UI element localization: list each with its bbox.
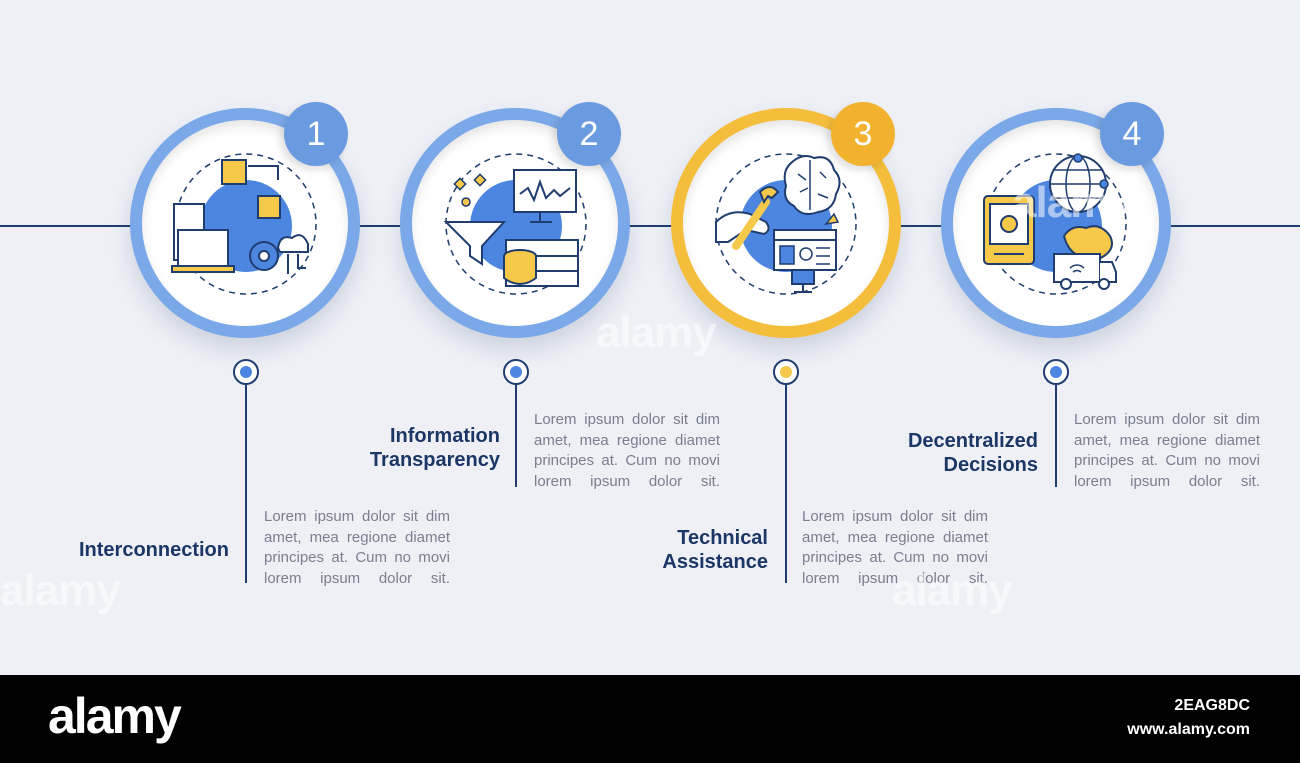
step-1-connector-dot [233,359,259,385]
step-4-description: Lorem ipsum dolor sit dim amet, mea regi… [1074,411,1260,490]
step-4-title: Decentralized Decisions [907,430,1038,476]
connected-devices-icon [171,153,317,295]
step-3-connector-line [785,385,787,583]
step-4-connector-line [1055,385,1057,487]
infographic: 1 Interconnection Lorem ipsum dolor sit … [0,102,1300,615]
watermark: alamy [892,566,1013,615]
step-2-connector-line [515,385,517,487]
step-3-title: Technical Assistance [662,527,768,573]
alamy-logo: alamy [48,688,182,744]
timeline-line [0,225,1300,227]
step-1-ring-inner [142,120,348,326]
step-1-connector-line [245,385,247,583]
step-2-title: Information Transparency [369,425,500,471]
step-2-ring [400,108,630,338]
step-1-title: Interconnection [78,539,229,561]
technical-support-icon [715,153,857,295]
step-2-connector-dot [503,359,529,385]
data-analytics-icon [443,153,587,295]
image-id: 2EAG8DC [1174,697,1250,714]
watermark: alamy [1012,178,1133,227]
step-2-description: Lorem ipsum dolor sit dim amet, mea regi… [534,411,720,490]
watermark: alamy [0,566,121,615]
step-3-number-badge: 3 [831,102,895,166]
site-url: www.alamy.com [1127,721,1250,738]
step-3-ring [671,108,901,338]
watermark: alamy [596,308,717,357]
step-4-connector-dot [1043,359,1069,385]
stock-footer-bar: alamy 2EAG8DC www.alamy.com [0,675,1300,763]
step-1-number-badge: 1 [284,102,348,166]
step-2-number-badge: 2 [557,102,621,166]
step-1-ring [130,108,360,338]
step-1-description: Lorem ipsum dolor sit dim amet, mea regi… [264,508,450,587]
step-2-ring-inner [412,120,618,326]
step-4-number-badge: 4 [1100,102,1164,166]
step-3-ring-inner [683,120,889,326]
step-3-connector-dot [773,359,799,385]
